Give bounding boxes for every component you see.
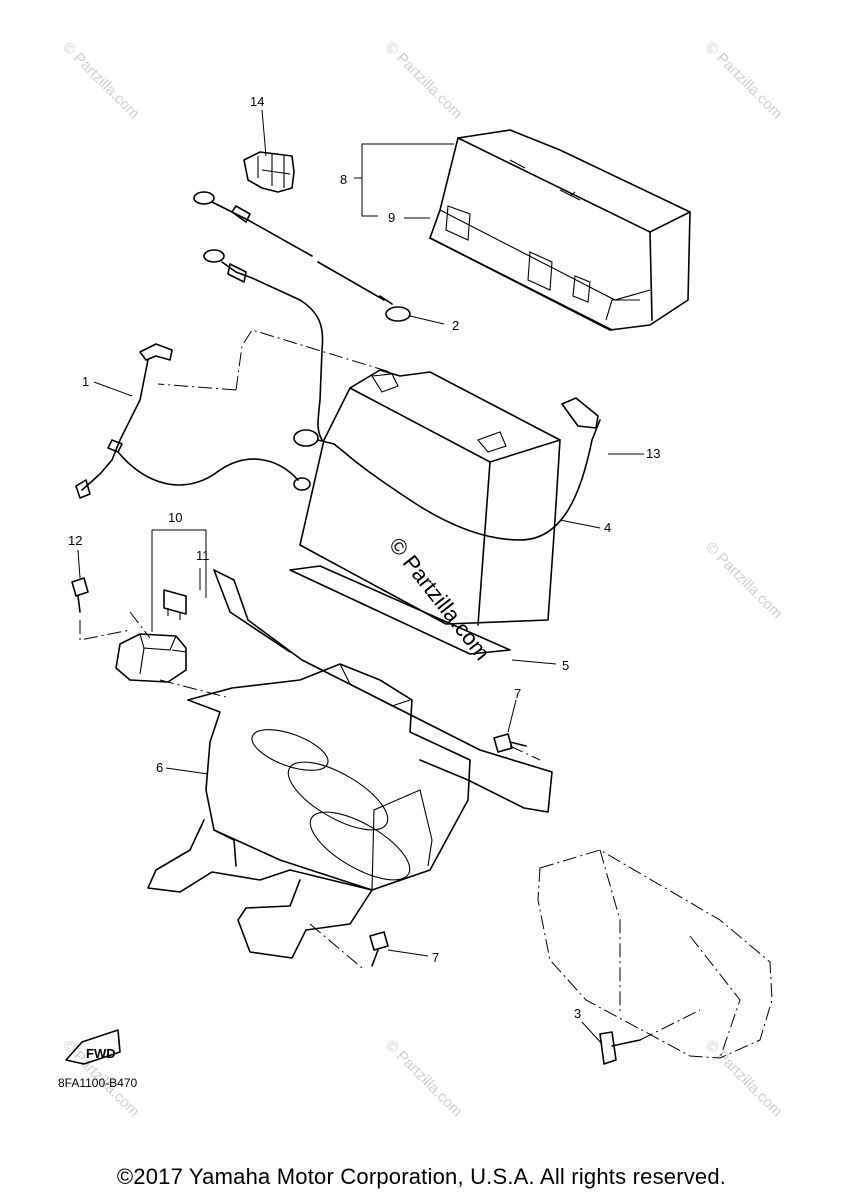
part-8-battery-cover[interactable] bbox=[429, 129, 691, 331]
callout-6[interactable]: 6 bbox=[156, 760, 163, 775]
watermark: © Partzilla.com bbox=[382, 39, 465, 122]
watermark: © Partzilla.com bbox=[702, 539, 785, 622]
leader-lines bbox=[77, 109, 644, 1045]
watermark: © Partzilla.com bbox=[59, 39, 142, 122]
part-12-bolt[interactable] bbox=[71, 577, 89, 613]
callout-5[interactable]: 5 bbox=[562, 658, 569, 673]
fwd-arrow: FWD bbox=[65, 1029, 121, 1065]
part-4-battery[interactable] bbox=[299, 369, 561, 626]
callout-4[interactable]: 4 bbox=[604, 520, 611, 535]
callout-10[interactable]: 10 bbox=[168, 510, 182, 525]
callout-12[interactable]: 12 bbox=[68, 533, 82, 548]
callouts: 14 8 9 2 1 13 4 10 11 12 5 7 6 7 3 bbox=[68, 94, 660, 1021]
part-11-fuse[interactable] bbox=[163, 589, 187, 620]
callout-8[interactable]: 8 bbox=[340, 172, 347, 187]
callout-7a[interactable]: 7 bbox=[514, 686, 521, 701]
part-6-battery-box[interactable] bbox=[147, 569, 553, 959]
part-10-relay[interactable] bbox=[115, 633, 187, 683]
watermark: © Partzilla.com bbox=[702, 1037, 785, 1120]
callout-13[interactable]: 13 bbox=[646, 446, 660, 461]
callout-2[interactable]: 2 bbox=[452, 318, 459, 333]
part-7-bolt-lower[interactable] bbox=[369, 931, 389, 967]
assembly-lines bbox=[79, 329, 701, 1041]
part-3-starter-motor[interactable] bbox=[537, 849, 773, 1065]
callout-7b[interactable]: 7 bbox=[432, 950, 439, 965]
watermark: © Partzilla.com bbox=[382, 1037, 465, 1120]
part-14-clip[interactable] bbox=[243, 151, 295, 193]
watermark: © Partzilla.com bbox=[702, 39, 785, 122]
callout-3[interactable]: 3 bbox=[574, 1006, 581, 1021]
callout-14[interactable]: 14 bbox=[250, 94, 264, 109]
copyright-notice: ©2017 Yamaha Motor Corporation, U.S.A. A… bbox=[116, 1164, 727, 1189]
part-13-cable[interactable] bbox=[343, 397, 601, 541]
part-1-cable-upper[interactable] bbox=[203, 249, 345, 453]
callout-1[interactable]: 1 bbox=[82, 374, 89, 389]
callout-9[interactable]: 9 bbox=[388, 210, 395, 225]
part-1-harness[interactable] bbox=[75, 343, 311, 499]
part-5-pad[interactable] bbox=[289, 565, 511, 655]
part-7-bolt-upper[interactable] bbox=[493, 733, 527, 753]
fwd-label: FWD bbox=[86, 1046, 116, 1061]
callout-11[interactable]: 11 bbox=[196, 548, 210, 563]
part-2-cable[interactable] bbox=[193, 191, 411, 322]
diagram-code: 8FA1100-B470 bbox=[58, 1076, 138, 1090]
